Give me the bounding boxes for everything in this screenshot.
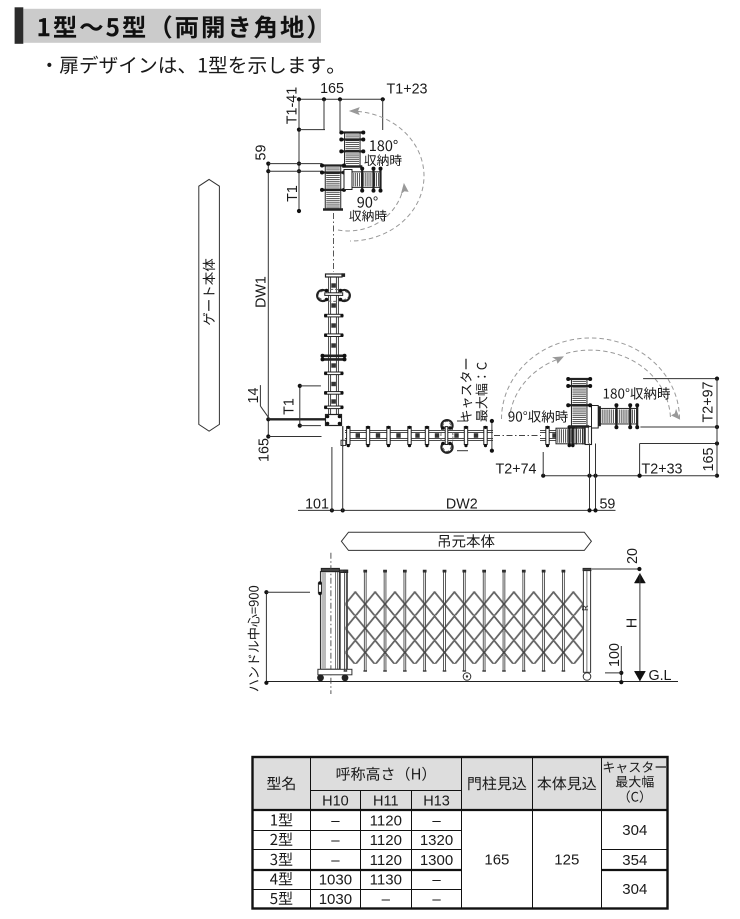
svg-text:H: H [625, 618, 641, 628]
svg-text:T1+23: T1+23 [387, 82, 428, 98]
svg-text:DW2: DW2 [446, 497, 478, 513]
svg-text:H11: H11 [373, 794, 399, 810]
svg-text:G.L: G.L [648, 668, 671, 684]
svg-text:165: 165 [320, 81, 344, 97]
svg-text:1300: 1300 [420, 852, 453, 869]
svg-text:T1-41: T1-41 [285, 87, 301, 124]
svg-text:1030: 1030 [319, 872, 352, 889]
svg-text:165: 165 [484, 852, 509, 869]
svg-text:100: 100 [607, 643, 623, 667]
svg-text:1120: 1120 [370, 832, 402, 849]
svg-text:1320: 1320 [420, 832, 453, 849]
svg-text:H13: H13 [423, 794, 450, 810]
svg-text:H10: H10 [322, 794, 349, 810]
svg-text:T2+33: T2+33 [642, 462, 683, 478]
svg-text:DW1: DW1 [254, 276, 270, 308]
svg-text:304: 304 [622, 881, 647, 898]
svg-text:1120: 1120 [370, 813, 402, 830]
svg-text:–: – [331, 852, 340, 869]
svg-text:1130: 1130 [370, 872, 402, 889]
svg-text:59: 59 [254, 145, 270, 161]
svg-text:1120: 1120 [370, 852, 402, 869]
svg-text:–: – [432, 891, 441, 908]
svg-text:R: R [581, 605, 590, 611]
svg-text:101: 101 [305, 497, 329, 513]
svg-text:–: – [432, 872, 441, 889]
svg-text:14: 14 [246, 388, 262, 404]
svg-text:T1: T1 [285, 185, 301, 202]
svg-text:–: – [331, 813, 340, 830]
svg-text:T2+74: T2+74 [496, 462, 537, 478]
svg-text:354: 354 [622, 852, 647, 869]
svg-text:T2+97: T2+97 [701, 381, 717, 422]
svg-text:304: 304 [622, 822, 647, 839]
svg-text:–: – [382, 891, 391, 908]
svg-text:125: 125 [554, 852, 579, 869]
svg-text:20: 20 [625, 548, 641, 564]
svg-text:165: 165 [701, 448, 717, 472]
svg-text:1030: 1030 [319, 891, 352, 908]
svg-text:–: – [432, 813, 441, 830]
svg-text:–: – [331, 832, 340, 849]
svg-text:165: 165 [257, 438, 273, 462]
svg-text:T1: T1 [282, 398, 298, 415]
svg-text:59: 59 [599, 497, 615, 513]
